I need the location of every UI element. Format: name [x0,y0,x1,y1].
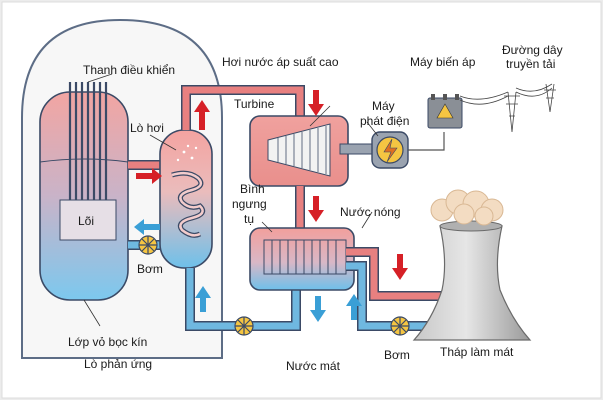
generator-wire [408,132,445,151]
containment-label: Lớp vỏ bọc kín [68,335,147,349]
reactor-label: Lò phản ứng [84,357,152,371]
reactor-vessel [39,91,129,301]
power-line-label-line2: truyền tải [506,57,555,71]
generator-label-line2: phát điện [360,114,409,128]
core-label: Lõi [78,214,94,228]
condenser [249,227,355,291]
steam-generator-label: Lò hơi [130,121,164,135]
condenser-label-line1: Bình [240,182,265,196]
turbine [249,115,375,187]
cooling-tower-label: Tháp làm mát [440,345,514,359]
cold-flow-arrows [134,219,362,322]
cold-water-label: Nước mát [286,359,341,373]
primary-pump-label: Bơm [137,262,163,276]
cooling-pump-label: Bơm [384,348,410,362]
cooling-pump [390,316,410,336]
generator [371,131,409,169]
steam-pipe [181,85,305,130]
feedwater-pump [234,316,254,336]
reactor-core [59,199,117,241]
primary-pump [138,235,158,255]
high-pressure-steam-label: Hơi nước áp suất cao [222,55,339,69]
hot-water-label: Nước nóng [340,205,401,219]
control-rods-label: Thanh điều khiển [83,63,175,77]
control-rods [68,82,108,200]
transformer-label: Máy biến áp [410,55,476,69]
condenser-label-line2: ngưng [232,197,267,211]
hot-flow-arrows [136,90,408,280]
leader-lines [83,105,379,327]
condenser-label-line3: tụ [244,212,254,226]
power-lines [459,83,556,133]
power-line-label-line1: Đường dây [502,43,563,57]
transformer [427,94,463,129]
turbine-label: Turbine [234,97,275,111]
generator-label-line1: Máy [372,99,395,113]
steam-generator [159,129,213,269]
steam-cloud [430,189,504,226]
